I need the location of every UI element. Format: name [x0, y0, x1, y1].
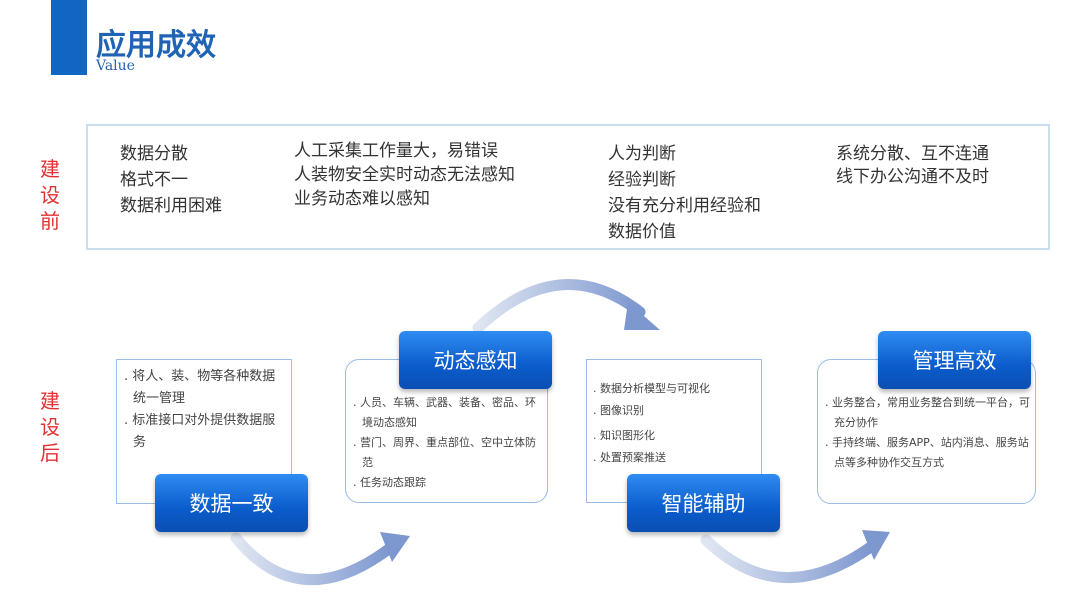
bullet-item: 知识图形化 — [593, 425, 758, 447]
bullet-item: 标准接口对外提供数据服务 — [124, 410, 286, 454]
before-column-systems: 系统分散、互不连通 线下办公沟通不及时 — [836, 143, 989, 189]
bullet-item: 业务整合，常用业务整合到统一平台，可充分协作 — [825, 393, 1031, 433]
after-label-char: 后 — [40, 441, 60, 465]
after-label-char: 建 — [40, 389, 60, 413]
before-column-data: 数据分散 格式不一 数据利用困难 — [120, 141, 222, 219]
bullet-item: 手持终端、服务APP、站内消息、服务站点等多种协作交互方式 — [825, 433, 1031, 473]
before-item: 格式不一 — [120, 170, 188, 190]
intelligent-assist-button[interactable]: 智能辅助 — [627, 474, 780, 532]
before-label-char: 前 — [40, 209, 60, 233]
after-label: 建 设 后 — [38, 388, 62, 466]
efficient-management-bullets: 业务整合，常用业务整合到统一平台，可充分协作 手持终端、服务APP、站内消息、服… — [825, 393, 1031, 473]
bullet-item: 营门、周界、重点部位、空中立体防范 — [353, 433, 541, 473]
before-item: 线下办公沟通不及时 — [836, 167, 989, 187]
before-item: 数据利用困难 — [120, 196, 222, 216]
arrow-perception-to-assist — [472, 279, 660, 334]
before-label: 建 设 前 — [38, 156, 62, 234]
bullet-item: 将人、装、物等各种数据统一管理 — [124, 366, 286, 410]
after-label-char: 设 — [40, 415, 60, 439]
dynamic-perception-bullets: 人员、车辆、武器、装备、密品、环境动态感知 营门、周界、重点部位、空中立体防范 … — [353, 393, 541, 493]
before-item: 业务动态难以感知 — [294, 189, 430, 209]
before-label-char: 建 — [40, 157, 60, 181]
before-item: 系统分散、互不连通 — [836, 144, 989, 164]
before-item: 人装物安全实时动态无法感知 — [294, 165, 515, 185]
before-item: 人为判断 — [608, 144, 676, 164]
arrow-assist-to-management — [700, 530, 890, 584]
bullet-item: 处置预案推送 — [593, 447, 758, 469]
before-item: 人工采集工作量大，易错误 — [294, 141, 498, 161]
before-column-collection: 人工采集工作量大，易错误 人装物安全实时动态无法感知 业务动态难以感知 — [294, 139, 515, 211]
dynamic-perception-button[interactable]: 动态感知 — [399, 331, 552, 389]
efficient-management-button[interactable]: 管理高效 — [878, 331, 1031, 389]
data-consistency-button[interactable]: 数据一致 — [155, 474, 308, 532]
before-column-judgement: 人为判断 经验判断 没有充分利用经验和 数据价值 — [608, 141, 761, 245]
bullet-item: 图像识别 — [593, 400, 758, 422]
page-subtitle: Value — [96, 58, 135, 74]
bullet-item: 任务动态跟踪 — [353, 473, 541, 493]
arrow-data-to-perception — [230, 532, 410, 585]
bullet-item: 人员、车辆、武器、装备、密品、环境动态感知 — [353, 393, 541, 433]
before-panel — [86, 124, 1050, 250]
intelligent-assist-bullets: 数据分析模型与可视化 图像识别 知识图形化 处置预案推送 — [593, 378, 758, 469]
page-title: 应用成效 — [96, 28, 216, 63]
before-item: 没有充分利用经验和 — [608, 196, 761, 216]
before-item: 数据价值 — [608, 222, 676, 242]
before-item: 经验判断 — [608, 170, 676, 190]
data-consistency-bullets: 将人、装、物等各种数据统一管理 标准接口对外提供数据服务 — [124, 366, 286, 454]
bullet-item: 数据分析模型与可视化 — [593, 378, 758, 400]
before-label-char: 设 — [40, 183, 60, 207]
before-item: 数据分散 — [120, 144, 188, 164]
header-accent-bar — [51, 0, 87, 75]
